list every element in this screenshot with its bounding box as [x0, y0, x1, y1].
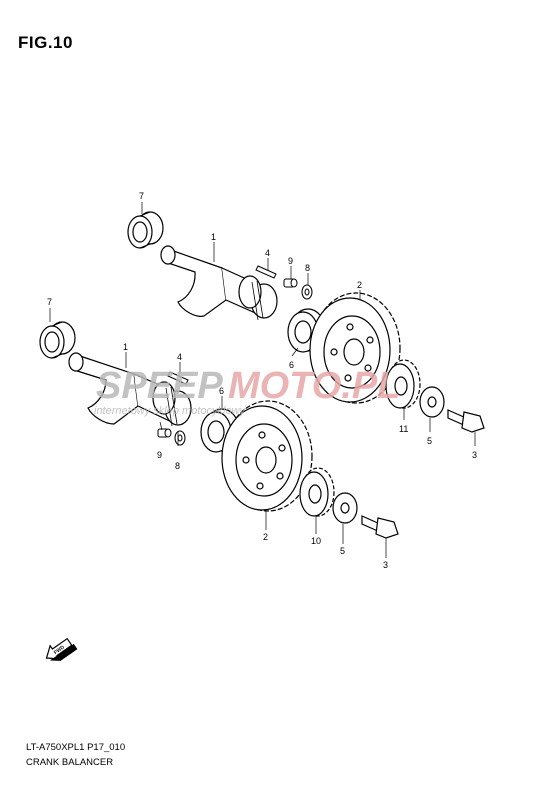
callout-3-lower: 3 — [383, 560, 388, 570]
callout-5-lower: 5 — [340, 546, 345, 556]
fwd-arrow-icon: FWD — [45, 637, 78, 661]
washer-8-upper — [301, 284, 313, 300]
balancer-shaft-lower — [68, 352, 192, 427]
washer-5-upper — [419, 386, 445, 418]
pin-4-lower — [167, 371, 189, 385]
callout-7-lower: 7 — [47, 297, 52, 307]
washer-5-lower — [332, 492, 358, 524]
balancer-gear-2-lower — [221, 400, 313, 512]
model-code: LT-A750XPL1 P17_010 — [26, 742, 126, 753]
balancer-gear-2-upper — [309, 292, 401, 404]
drive-gear-11 — [385, 359, 421, 409]
screw-9-upper — [283, 278, 298, 288]
watermark-brand-left: SPEEP — [96, 365, 223, 407]
section-name: CRANK BALANCER — [26, 757, 114, 768]
watermark: SPEEP MOTO.PL internetowy sklep motocykl… — [94, 365, 400, 417]
callout-8-lower: 8 — [175, 461, 180, 471]
screw-9-lower — [157, 428, 172, 438]
drive-gear-10 — [299, 467, 335, 517]
bolt-3-upper — [447, 409, 485, 433]
callout-1-upper: 1 — [211, 232, 216, 242]
callout-2-lower: 2 — [263, 532, 268, 542]
watermark-tagline: internetowy sklep motocyklowy — [94, 405, 247, 417]
bolt-3-lower — [361, 515, 399, 539]
callout-1-lower: 1 — [123, 342, 128, 352]
callout-9-lower: 9 — [157, 450, 162, 460]
callout-9-upper: 9 — [288, 256, 293, 266]
callout-4-upper: 4 — [265, 248, 270, 258]
callout-11: 11 — [399, 424, 408, 434]
leader-lines — [49, 202, 476, 558]
callout-5-upper: 5 — [427, 436, 432, 446]
pin-4-upper — [255, 265, 277, 279]
callout-4-lower: 4 — [177, 352, 182, 362]
fwd-label: FWD — [53, 644, 66, 656]
bearing-7-upper — [127, 211, 164, 249]
callout-6-upper: 6 — [289, 360, 294, 370]
balancer-shaft-upper — [160, 245, 278, 321]
bearing-7-lower — [39, 321, 76, 359]
callout-2-upper: 2 — [357, 280, 362, 290]
watermark-brand-right: MOTO.PL — [228, 365, 400, 407]
washer-8-lower — [174, 430, 186, 446]
callout-6-lower: 6 — [219, 386, 224, 396]
callout-8-upper: 8 — [305, 263, 310, 273]
callout-7-upper: 7 — [139, 191, 144, 201]
callout-3-upper: 3 — [472, 450, 477, 460]
figure-title: FIG.10 — [18, 33, 73, 52]
callout-10: 10 — [311, 536, 321, 546]
